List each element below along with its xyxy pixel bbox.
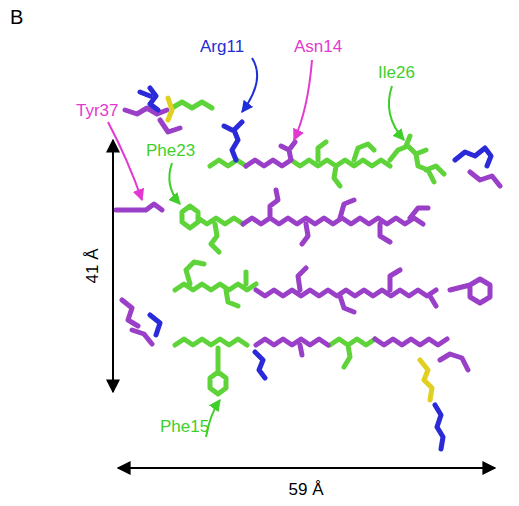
dimension-arrow xyxy=(112,140,114,392)
dimension-label: 59 Å xyxy=(289,481,324,500)
residue-label: Ile26 xyxy=(378,64,415,83)
residue-label: Asn14 xyxy=(294,38,342,57)
leader-arrow xyxy=(294,60,312,140)
residue-label: Tyr37 xyxy=(76,102,119,121)
leader-arrow xyxy=(242,58,257,112)
dimension-label: 41 Å xyxy=(84,249,103,284)
residue-label: Arg11 xyxy=(200,38,244,57)
residue-label: Phe15 xyxy=(160,418,209,437)
leader-arrow xyxy=(389,86,404,140)
panel-letter: B xyxy=(10,6,23,28)
dimension-arrow xyxy=(118,467,495,469)
green-residues xyxy=(172,102,444,394)
sulfur-bonds xyxy=(168,98,432,400)
leader-arrow xyxy=(169,163,180,204)
blue-residues xyxy=(140,88,491,449)
residue-label: Phe23 xyxy=(146,142,195,161)
purple-residues xyxy=(116,108,500,370)
